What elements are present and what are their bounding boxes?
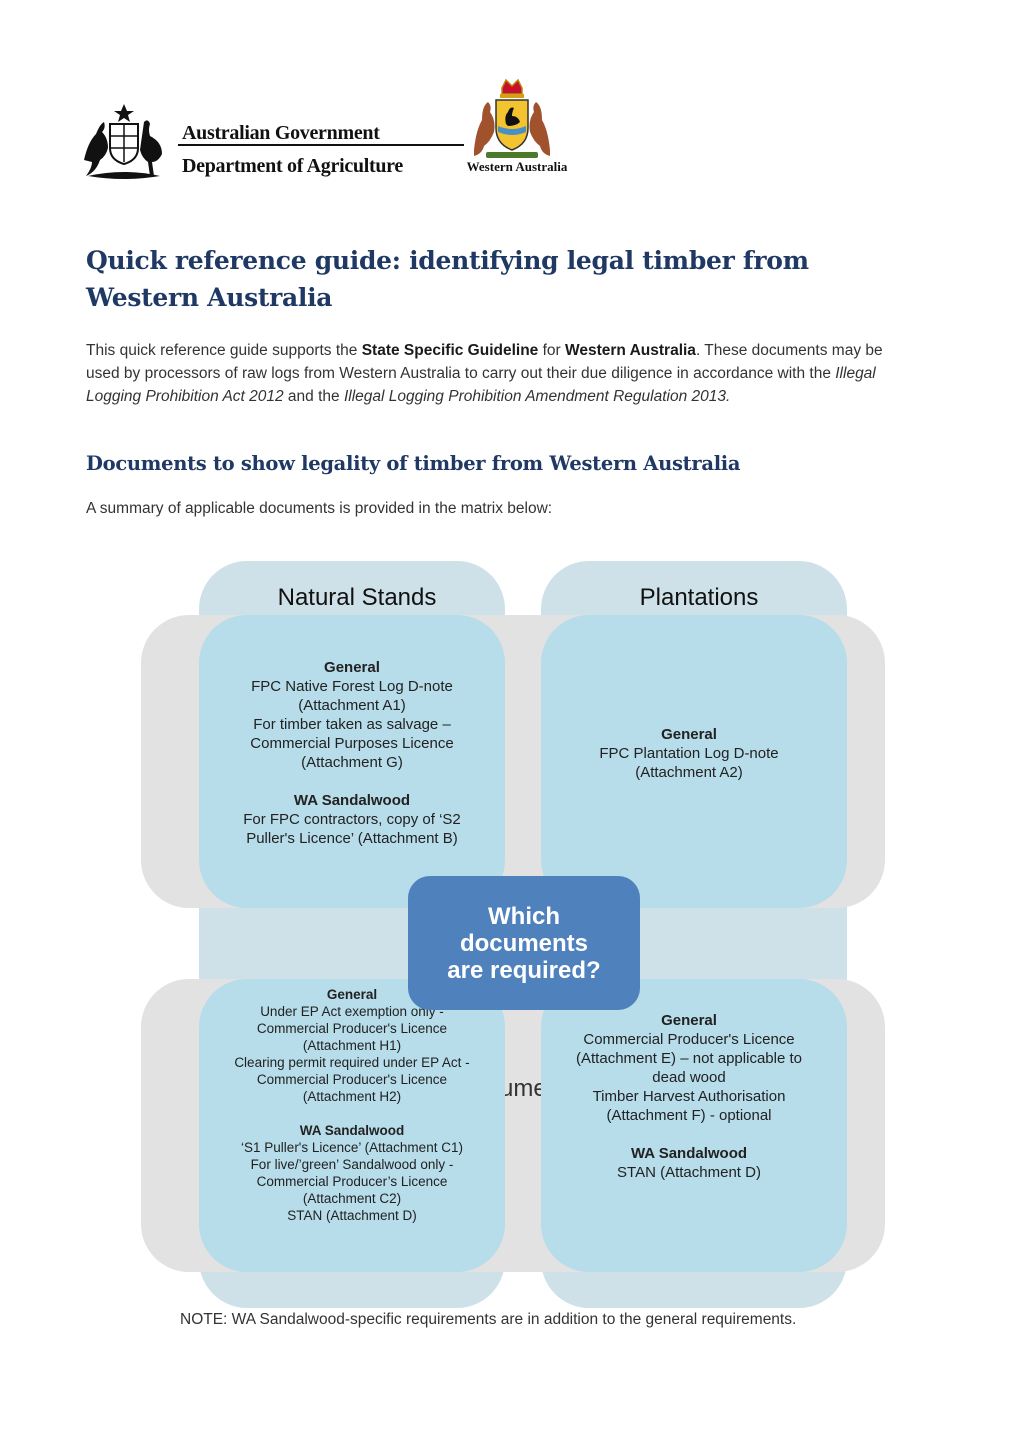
cell-line: For timber taken as salvage – <box>253 715 451 733</box>
cell-line: (Attachment G) <box>301 753 403 771</box>
intro-text: and the <box>283 388 344 405</box>
cell-line: Timber Harvest Authorisation <box>592 1088 786 1105</box>
cell-line: (Attachment H2) <box>302 1088 402 1104</box>
cell-line: For FPC contractors, copy of ‘S2 <box>243 810 461 828</box>
section-heading: Documents to show legality of timber fro… <box>86 452 741 475</box>
cell-line: STAN (Attachment D) <box>617 1164 761 1181</box>
sandalwood-heading: WA Sandalwood <box>630 1145 748 1162</box>
cell-line: Puller's Licence’ (Attachment B) <box>246 829 458 847</box>
western-australia-logo: Western Australia <box>452 76 582 186</box>
sandalwood-heading: WA Sandalwood <box>299 1122 405 1138</box>
cell-line: Commercial Producer's Licence <box>583 1031 795 1048</box>
cell-line: (Attachment A1) <box>298 696 406 714</box>
which-documents-box: Which documents are required? <box>408 876 640 1010</box>
department-name: Department of Agriculture <box>182 155 403 177</box>
plantations-public-cell: General FPC Plantation Log D-note (Attac… <box>541 615 847 908</box>
cell-line: dead wood <box>652 1069 726 1086</box>
general-heading: General <box>324 658 380 676</box>
cell-line: Under EP Act exemption only - <box>260 1003 444 1019</box>
general-heading: General <box>326 986 378 1002</box>
cell-line: Commercial Producer's Licence <box>256 1020 448 1036</box>
intro-text: . These documents may be used by process… <box>86 342 883 382</box>
general-heading: General <box>661 726 717 743</box>
cell-line: ‘S1 Puller's Licence’ (Attachment C1) <box>241 1139 463 1155</box>
natural-stands-public-cell: General FPC Native Forest Log D-note (At… <box>199 615 505 908</box>
government-name: Australian Government <box>182 122 380 144</box>
natural-stands-heading: Natural Stands <box>277 584 437 611</box>
footnote: NOTE: WA Sandalwood-specific requirement… <box>180 1311 797 1328</box>
western-australia-coat-of-arms-icon <box>474 78 550 158</box>
act-name: Illegal Logging Prohibition Act 2012 <box>86 365 876 405</box>
cell-line: (Attachment H1) <box>302 1037 402 1053</box>
cell-line: For live/’green’ Sandalwood only - <box>250 1156 454 1172</box>
general-heading: General <box>661 1012 717 1029</box>
cell-line: (Attachment E) – not applicable to <box>576 1050 802 1067</box>
commonwealth-coat-of-arms-icon <box>84 104 162 179</box>
intro-text: This quick reference guide supports the <box>86 342 362 359</box>
intro-text: for <box>538 342 565 359</box>
wa-logo-label: Western Australia <box>466 159 568 174</box>
page-title: Quick reference guide: identifying legal… <box>86 246 809 312</box>
cell-line: FPC Native Forest Log D-note <box>251 677 453 695</box>
cell-line: Commercial Producer's Licence <box>256 1071 448 1087</box>
cell-line: (Attachment A2) <box>635 764 743 781</box>
plantations-heading: Plantations <box>639 584 759 611</box>
guideline-name: State Specific Guideline <box>361 342 539 359</box>
summary-text: A summary of applicable documents is pro… <box>86 500 553 517</box>
regulation-name: Illegal Logging Prohibition Amendment Re… <box>343 388 731 405</box>
plantations-private-cell: General Commercial Producer's Licence (A… <box>541 979 847 1272</box>
cell-line: FPC Plantation Log D-note <box>599 745 779 762</box>
sandalwood-heading: WA Sandalwood <box>293 791 411 809</box>
state-name: Western Australia <box>565 342 696 359</box>
cell-line: Commercial Producer’s Licence <box>256 1173 448 1189</box>
australian-government-logo: Australian Government Department of Agri… <box>74 102 464 182</box>
cell-line: (Attachment F) - optional <box>606 1107 772 1124</box>
natural-stands-private-cell: General Under EP Act exemption only - Co… <box>199 979 505 1272</box>
center-question: Which documents are required? <box>447 902 601 984</box>
hidden-row-label: ume <box>500 1075 545 1102</box>
cell-line: Clearing permit required under EP Act - <box>234 1054 470 1070</box>
intro-paragraph: This quick reference guide supports the … <box>86 339 916 408</box>
cell-line: Commercial Purposes Licence <box>250 734 454 752</box>
logo-divider <box>178 144 464 146</box>
cell-line: (Attachment C2) <box>302 1190 402 1206</box>
cell-line: STAN (Attachment D) <box>287 1207 417 1223</box>
